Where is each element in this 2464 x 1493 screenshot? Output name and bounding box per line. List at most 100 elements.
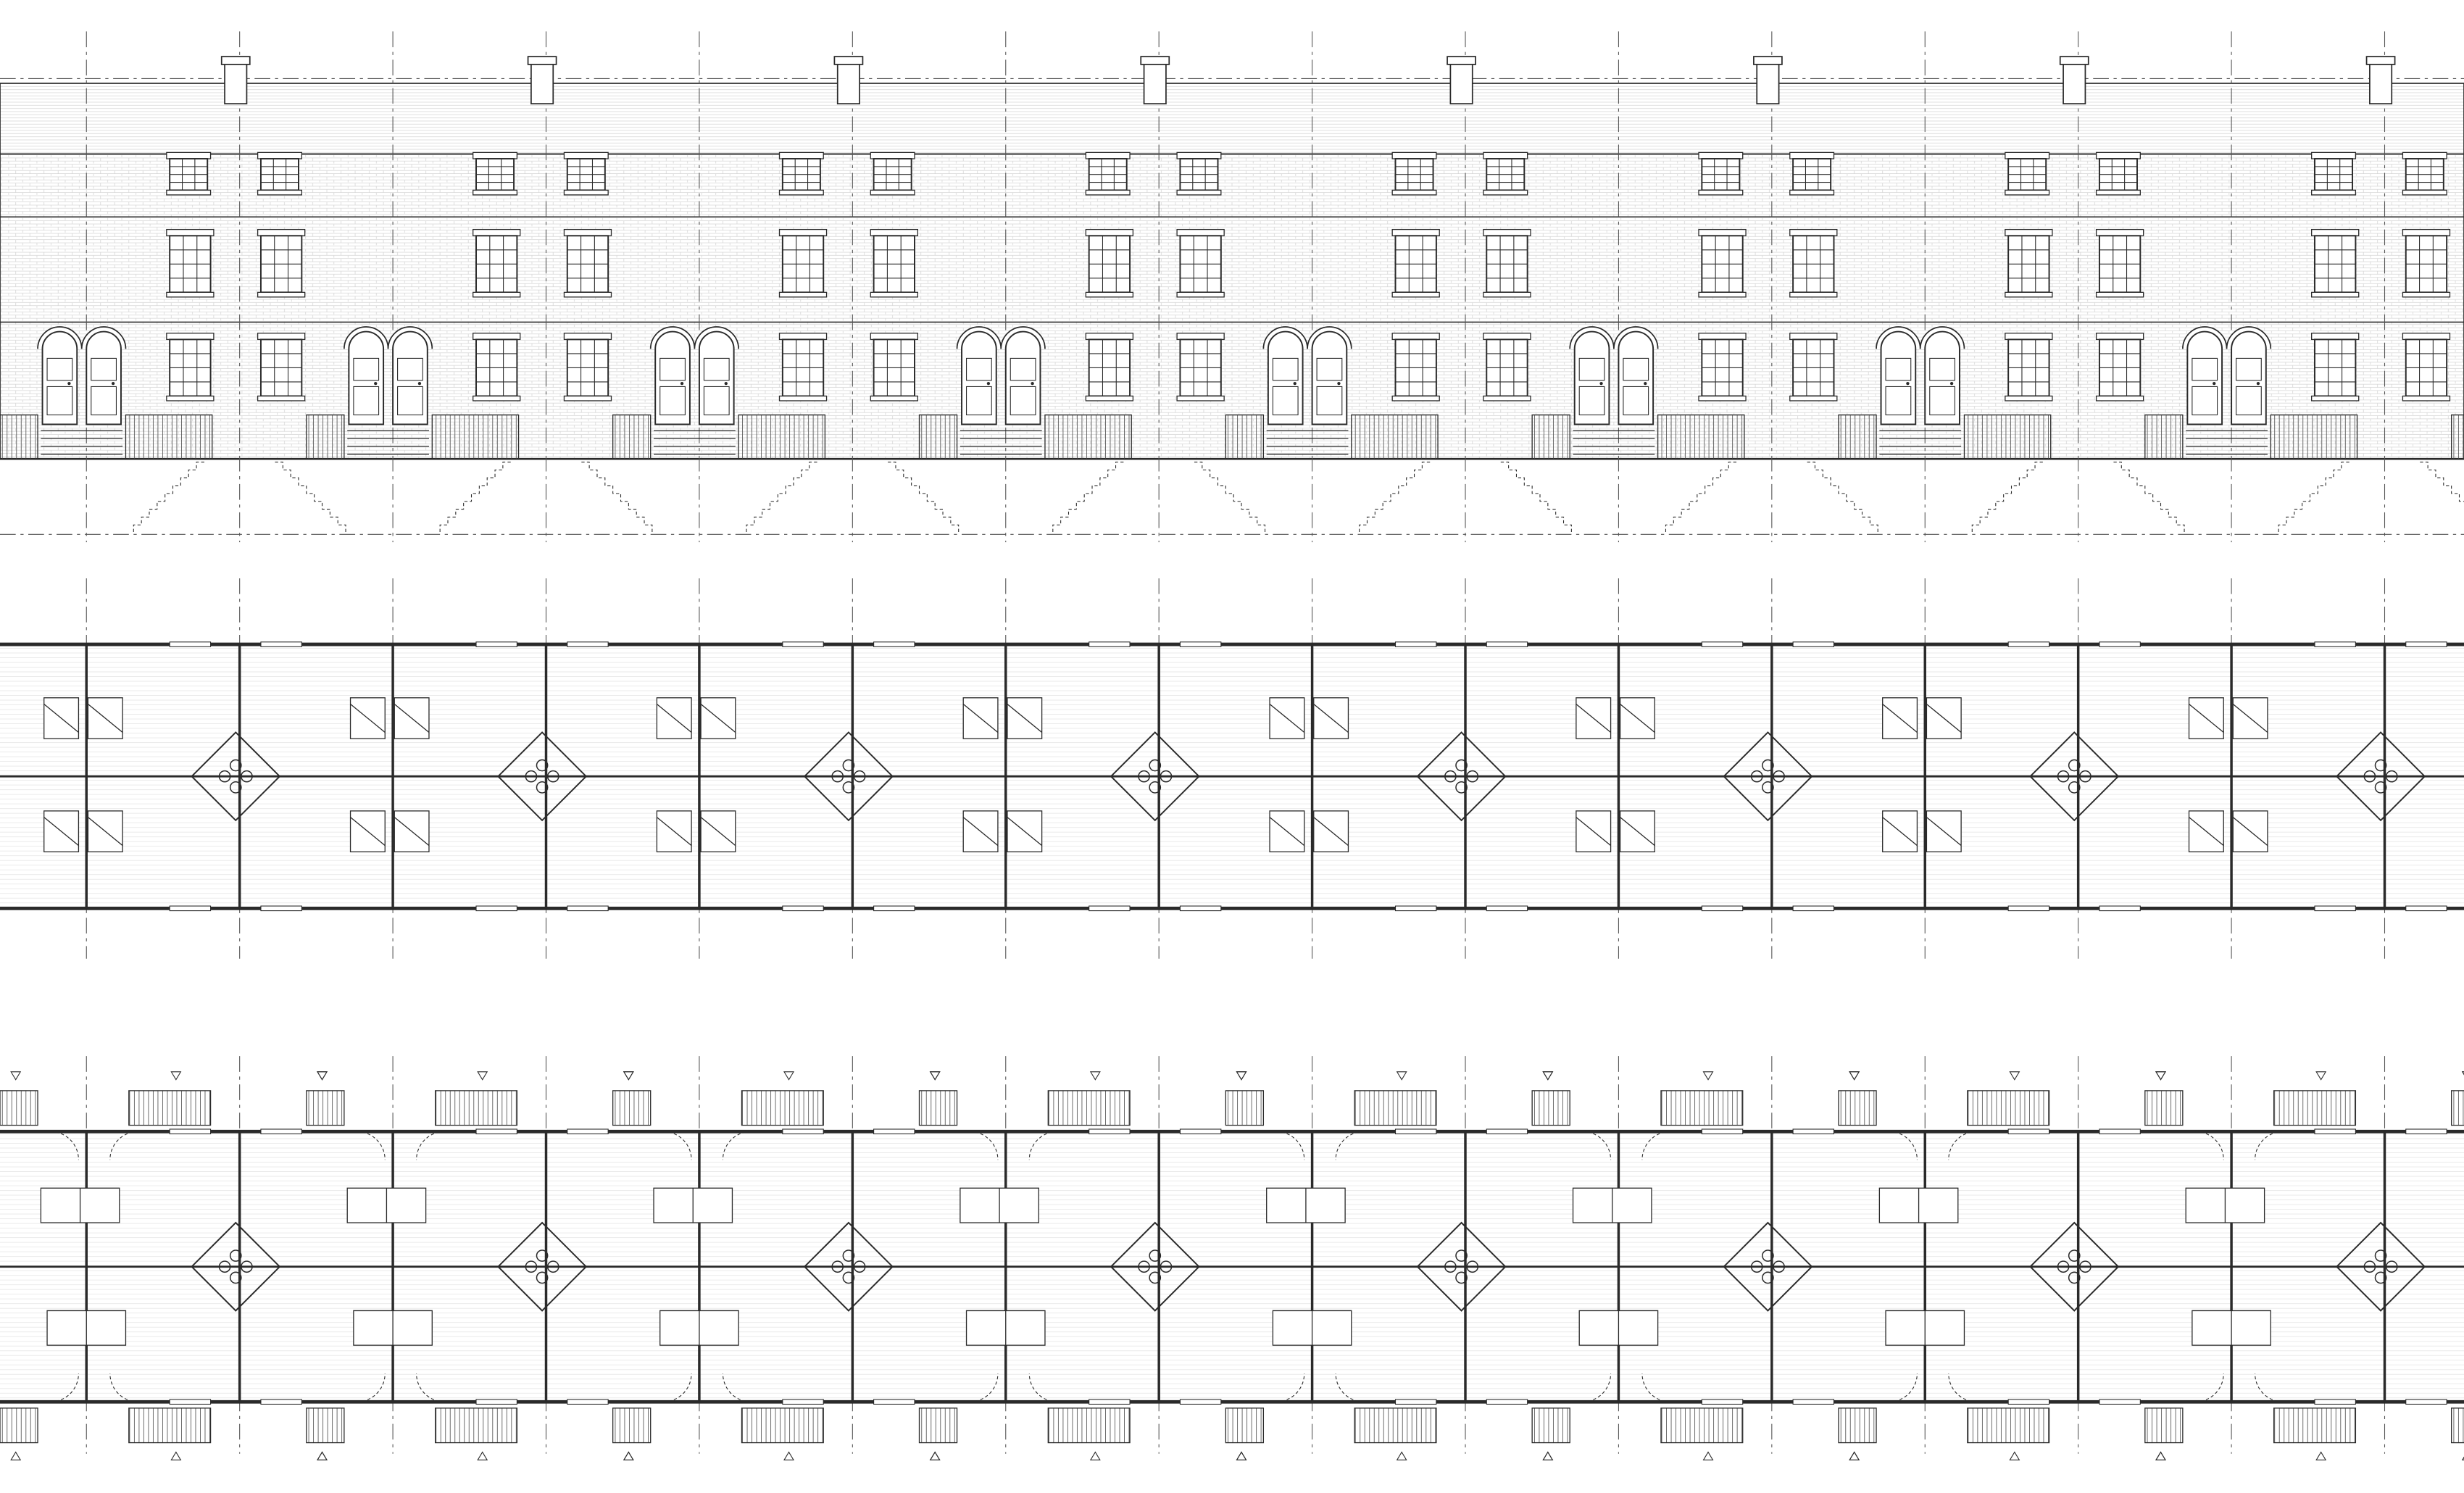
door-panel xyxy=(1578,386,1605,416)
window-sill xyxy=(2005,395,2053,402)
chimney-breast xyxy=(1416,731,1507,822)
level-marker xyxy=(1702,1451,1714,1460)
flue xyxy=(2374,1249,2387,1262)
door-swing xyxy=(416,1373,445,1402)
chimney-cap xyxy=(833,56,864,65)
stair-direction xyxy=(1313,817,1349,847)
front-yard-railing xyxy=(1967,1090,2050,1126)
window-opening xyxy=(2405,641,2447,647)
door-panel xyxy=(353,386,380,416)
upper-floor-plan xyxy=(0,578,2464,959)
house-pair-elevation xyxy=(1838,56,2185,533)
front-door xyxy=(1573,330,1610,425)
window-sill xyxy=(473,291,521,298)
flue xyxy=(2385,1260,2398,1273)
front-yard-railing xyxy=(128,1090,212,1126)
door-swing xyxy=(1889,1373,1918,1402)
flue xyxy=(1762,1271,1774,1284)
window-opening xyxy=(782,1128,824,1135)
stair-flight xyxy=(1578,1310,1659,1346)
door-swing xyxy=(416,1131,445,1160)
level-marker xyxy=(1089,1071,1101,1081)
door-swing xyxy=(2195,1373,2224,1402)
flue xyxy=(842,1271,855,1284)
door-knob xyxy=(2256,381,2260,386)
level-marker xyxy=(623,1451,634,1460)
flue xyxy=(525,1260,538,1273)
stair-direction xyxy=(394,817,430,847)
level-marker xyxy=(1236,1451,1247,1460)
window-opening xyxy=(1701,905,1744,912)
chimney-stack xyxy=(2063,62,2086,105)
stair-direction xyxy=(1926,817,1962,847)
chimney-breast xyxy=(1110,731,1200,822)
flue xyxy=(241,1260,253,1273)
stair-flight xyxy=(1878,1187,1959,1223)
flue xyxy=(1455,781,1468,794)
window-opening xyxy=(2007,1399,2050,1405)
window-lintel xyxy=(1176,228,1225,236)
level-marker xyxy=(783,1071,794,1081)
window-lintel xyxy=(1483,228,1531,236)
window-opening xyxy=(2405,1128,2447,1135)
window-sill xyxy=(1391,395,1440,402)
level-marker xyxy=(1396,1071,1407,1081)
stair-direction xyxy=(350,817,386,847)
rear-yard-railing xyxy=(1225,1407,1265,1444)
window-lintel xyxy=(1698,228,1747,236)
front-railing xyxy=(1657,414,1745,459)
stair-flight xyxy=(960,1187,1039,1223)
chimney-cap xyxy=(1140,56,1170,65)
window-lintel xyxy=(2402,228,2451,236)
stair-direction xyxy=(2232,703,2268,733)
window-sill xyxy=(1391,291,1440,298)
door-knob xyxy=(1031,381,1034,386)
flue xyxy=(218,1260,231,1273)
chimney-stack xyxy=(1756,62,1780,105)
stair-direction xyxy=(1269,817,1305,847)
stair-direction xyxy=(88,817,123,847)
front-yard-railing xyxy=(306,1090,345,1126)
chimney-breast xyxy=(496,1221,588,1312)
flue xyxy=(1455,1271,1468,1284)
chimney-stack xyxy=(224,62,248,105)
front-door xyxy=(1618,330,1655,425)
window-lintel xyxy=(473,228,521,236)
door-knob xyxy=(680,381,684,386)
window-sill xyxy=(563,291,612,298)
front-yard-railing xyxy=(2273,1090,2357,1126)
flue xyxy=(1750,770,1763,783)
window-opening xyxy=(260,1128,302,1135)
window-lintel xyxy=(1085,333,1134,341)
chimney-breast xyxy=(2029,731,2120,822)
front-railing xyxy=(306,414,345,459)
window-opening xyxy=(1701,1128,1744,1135)
door-panel xyxy=(2192,386,2218,416)
door-swing xyxy=(50,1373,79,1402)
basement-stair-profile xyxy=(2278,461,2349,533)
rear-yard-railing xyxy=(1354,1407,1437,1444)
window-sill xyxy=(1085,395,1134,402)
stair-direction xyxy=(1576,817,1611,847)
window-lintel xyxy=(1391,151,1437,159)
rear-yard-railing xyxy=(612,1407,652,1444)
window-lintel xyxy=(870,228,918,236)
rear-yard-railing xyxy=(741,1407,824,1444)
window-opening xyxy=(567,641,609,647)
flue xyxy=(2385,770,2398,783)
front-yard-railing xyxy=(0,1090,38,1126)
stair-flight xyxy=(2185,1187,2265,1223)
level-marker xyxy=(623,1451,634,1460)
window-opening xyxy=(1179,1399,1222,1405)
rear-yard-railing xyxy=(1047,1407,1131,1444)
level-marker xyxy=(317,1071,328,1081)
chimney-stack xyxy=(1143,62,1167,105)
level-marker xyxy=(1702,1071,1714,1081)
front-railing xyxy=(1351,414,1439,459)
window-opening xyxy=(1792,905,1835,912)
flue xyxy=(229,1271,242,1284)
window-sill xyxy=(166,189,212,196)
window-opening xyxy=(2314,905,2356,912)
level-marker xyxy=(2155,1451,2166,1460)
stair-direction xyxy=(1269,703,1305,733)
